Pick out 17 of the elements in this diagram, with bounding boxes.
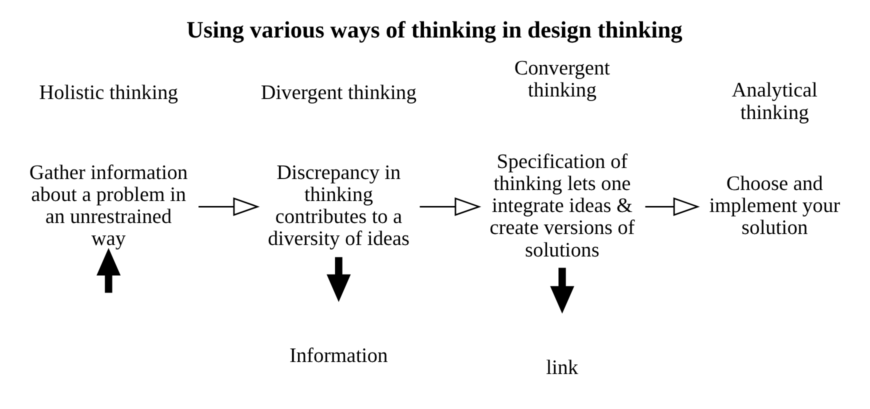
diagram-title: Using various ways of thinking in design thinking xyxy=(186,17,682,44)
arrow xyxy=(326,257,351,302)
node-text: Gather information about a problem in an unrestrained way xyxy=(29,162,188,250)
label: Holistic thinking xyxy=(39,82,178,104)
arrow xyxy=(198,197,260,216)
label: Convergent thinking xyxy=(514,58,610,102)
arrow xyxy=(645,197,700,216)
label: Divergent thinking xyxy=(260,82,417,104)
arrow xyxy=(420,197,482,216)
node-text: Discrepancy in thinking contributes to a diversity of ideas xyxy=(268,162,410,250)
label: Analytical thinking xyxy=(732,80,818,124)
arrow xyxy=(550,268,574,314)
label: Information xyxy=(290,345,388,368)
label: link xyxy=(546,356,578,379)
node-text: Choose and implement your solution xyxy=(709,173,840,240)
arrow xyxy=(96,248,121,293)
node-text: Specification of thinking lets one integrate ideas & create versions of solutions xyxy=(490,151,635,262)
